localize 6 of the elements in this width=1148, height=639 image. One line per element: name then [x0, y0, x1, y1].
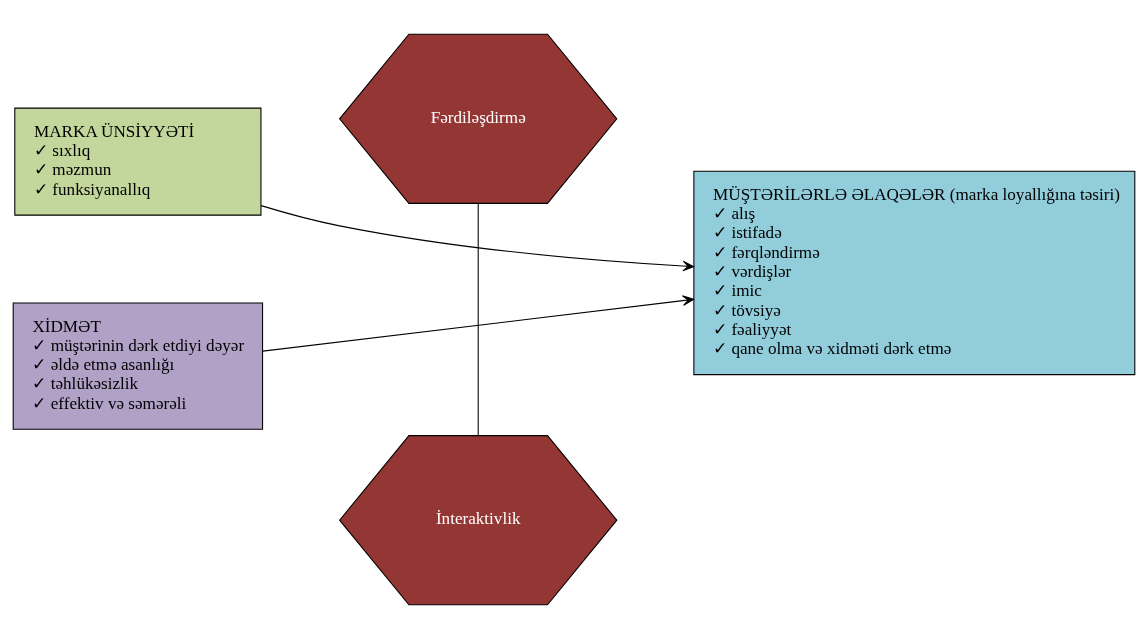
- node-box: MARKA ÜNSİYYƏTİ ✓ sıxlıq ✓ məzmun ✓ funksiyanallıq: [14, 107, 262, 216]
- node-box: MÜŞTƏRİLƏRLƏ ƏLAQƏLƏR (marka loyallığına təsiri) ✓ alış ✓ istifadə ✓ fərqləndirmə ✓ vərdişlər ✓ imic ✓ tövsiyə ✓ fəaliyyət ✓ qane olma və xidməti dərk etmə: [693, 170, 1136, 376]
- arrow: [260, 205, 695, 272]
- arrow: [262, 295, 695, 352]
- connector: [477, 203, 479, 437]
- node-box: XİDMƏT ✓ müştərinin dərk etdiyi dəyər ✓ əldə etmə asanlığı ✓ təhlükəsizlik ✓ effektiv və səmərəli: [12, 302, 264, 430]
